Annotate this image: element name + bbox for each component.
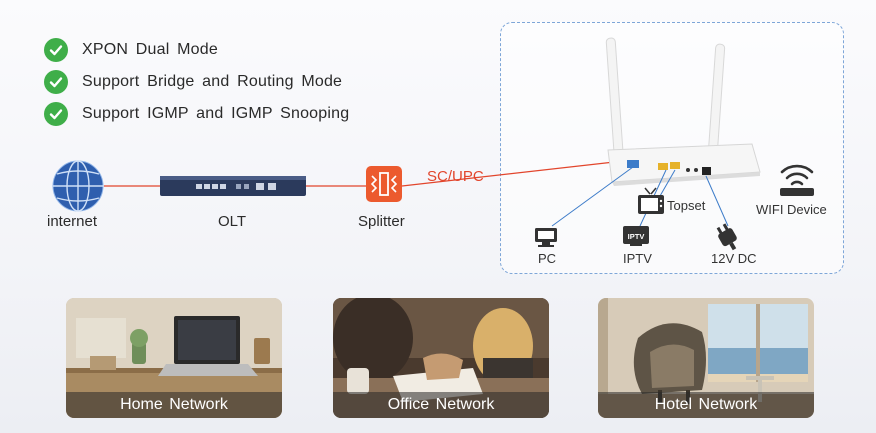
- feature-item: XPON Dual Mode: [44, 34, 349, 66]
- pc-icon: [535, 228, 557, 247]
- network-topology: IPTV: [52, 37, 814, 251]
- pc-link: [551, 166, 634, 227]
- feature-list: XPON Dual Mode Support Bridge and Routin…: [44, 34, 349, 130]
- check-icon: [44, 38, 68, 62]
- feature-item: Support Bridge and Routing Mode: [44, 66, 349, 98]
- feature-item: Support IGMP and IGMP Snooping: [44, 98, 349, 130]
- iptv-label: IPTV: [623, 251, 652, 266]
- scenario-label: Office Network: [333, 392, 549, 418]
- topset-link: [659, 169, 676, 197]
- globe-icon: [52, 160, 104, 212]
- check-icon: [44, 102, 68, 126]
- splitter-icon: [366, 166, 402, 202]
- pc-label: PC: [538, 251, 557, 266]
- router-icon: [605, 37, 761, 186]
- power-label: 12V DC: [711, 251, 757, 266]
- olt-label: OLT: [218, 213, 247, 230]
- power-link: [705, 175, 729, 227]
- wifi-device-icon: [780, 164, 814, 196]
- internet-label: internet: [47, 213, 98, 230]
- scenario-card-home: Home Network: [66, 298, 282, 418]
- scenario-card-hotel: Hotel Network: [598, 298, 814, 418]
- fiber-link: [401, 159, 633, 187]
- check-icon: [44, 70, 68, 94]
- topset-icon: [638, 187, 664, 214]
- iptv-icon: IPTV: [623, 226, 649, 246]
- feature-text: XPON Dual Mode: [82, 41, 218, 58]
- topset-label: Topset: [667, 198, 706, 213]
- feature-text: Support Bridge and Routing Mode: [82, 73, 343, 90]
- olt-device-icon: [160, 176, 306, 196]
- power-plug-icon: [716, 223, 737, 251]
- splitter-label: Splitter: [358, 213, 405, 230]
- scenario-label: Hotel Network: [598, 392, 814, 418]
- iptv-icon-text: IPTV: [628, 232, 645, 241]
- fiber-connector-label: SC/UPC: [427, 168, 484, 185]
- feature-text: Support IGMP and IGMP Snooping: [82, 105, 350, 122]
- wifi-device-label: WIFI Device: [756, 202, 827, 217]
- scenario-label: Home Network: [66, 392, 282, 418]
- scenario-card-office: Office Network: [333, 298, 549, 418]
